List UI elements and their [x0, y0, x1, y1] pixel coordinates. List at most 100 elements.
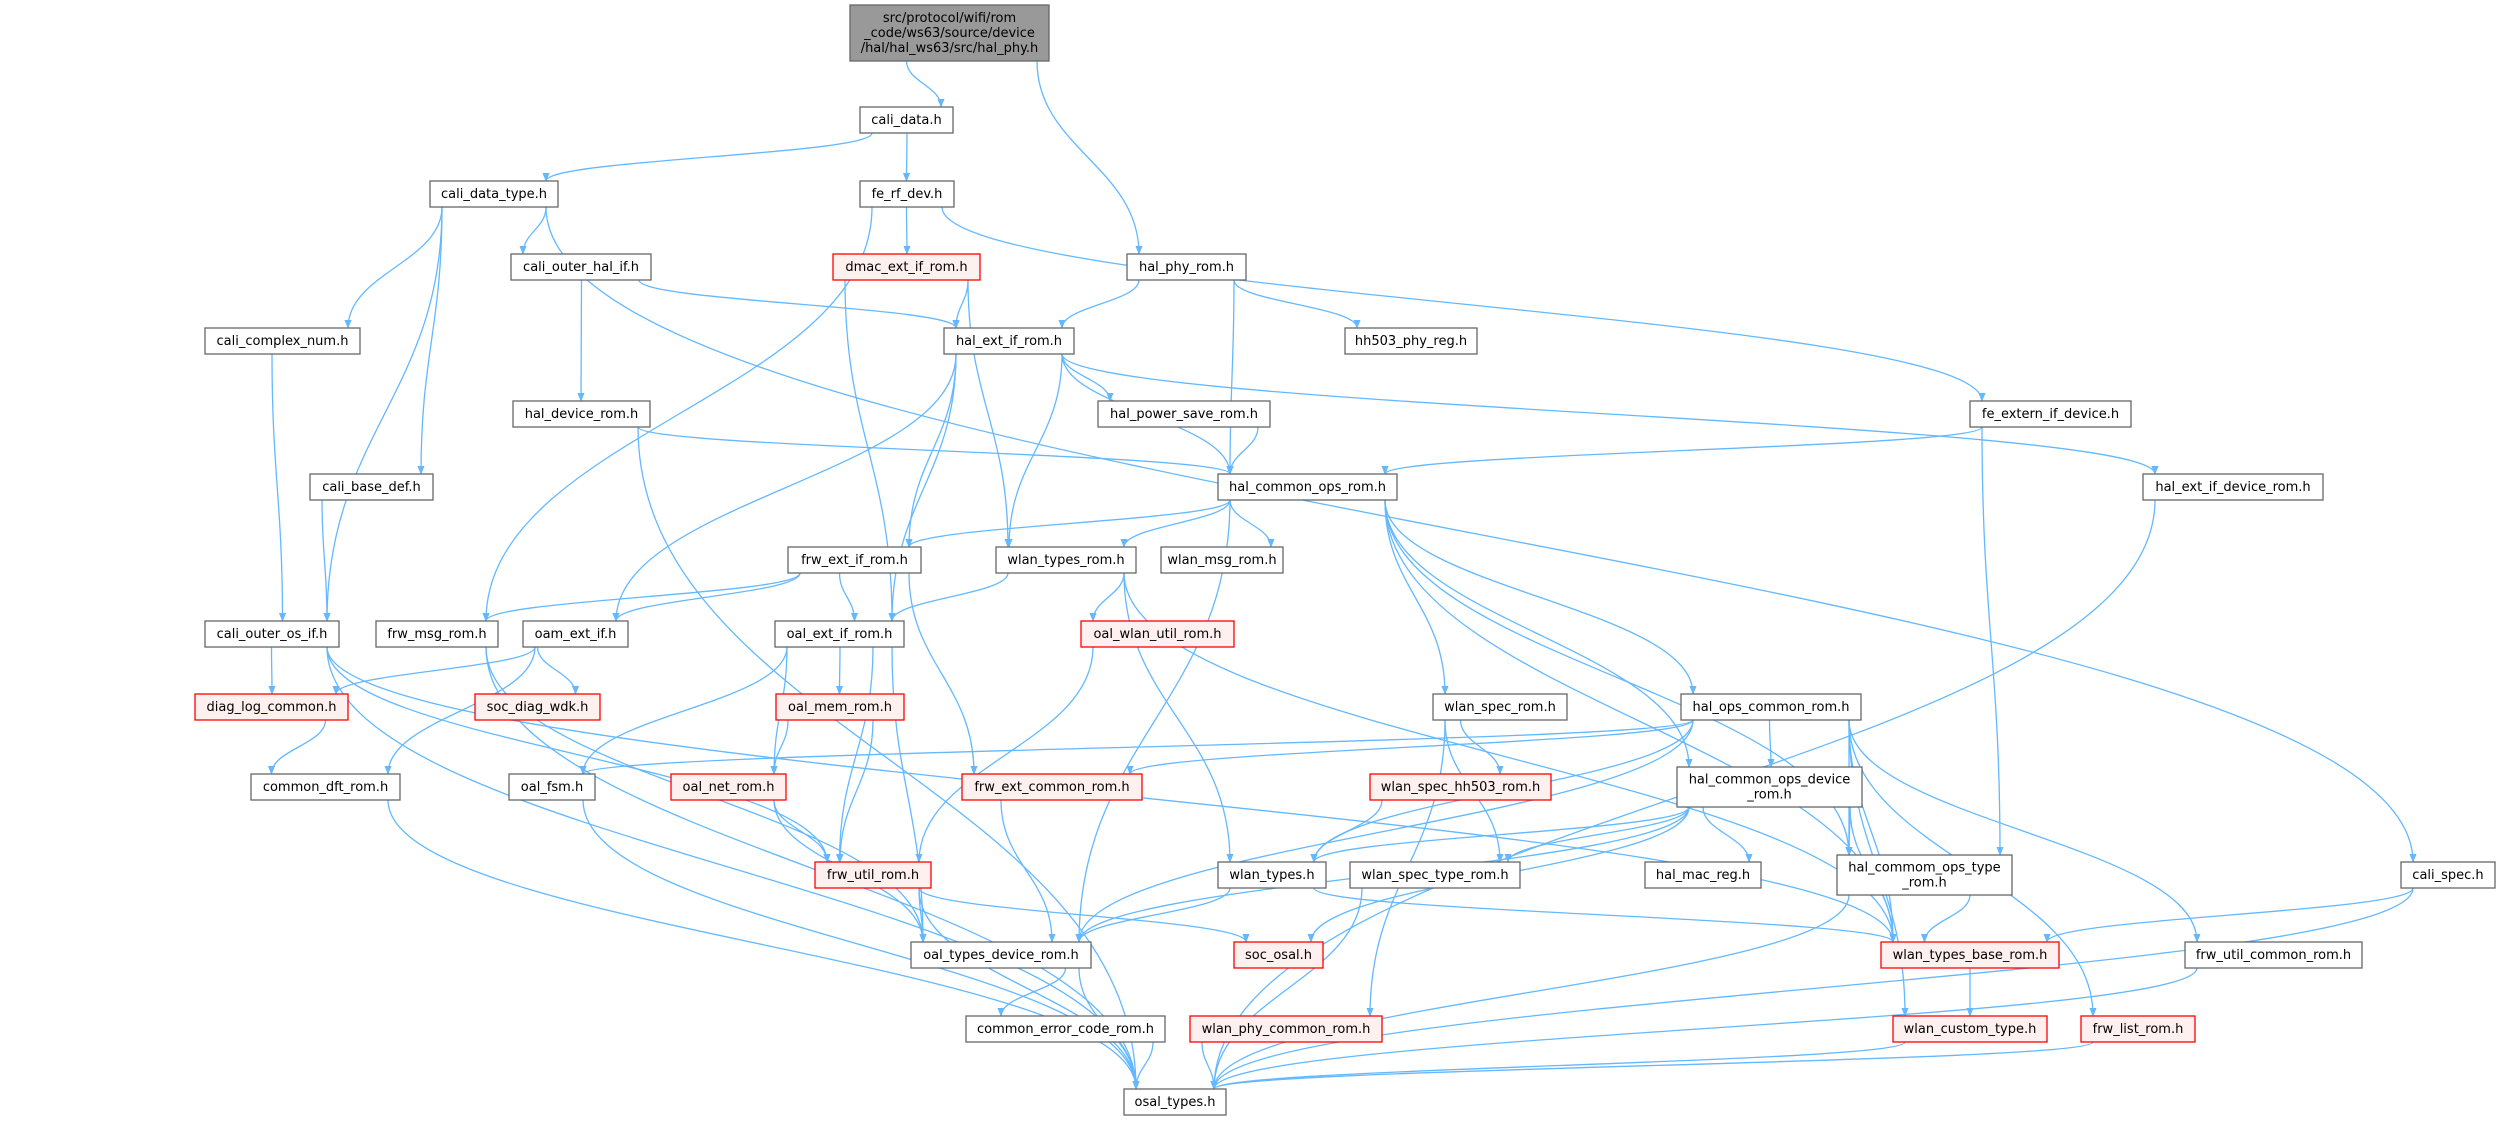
node-wlan-types-base-rom[interactable]: wlan_types_base_rom.h [1880, 941, 2060, 969]
node-cali-complex-num[interactable]: cali_complex_num.h [204, 327, 361, 355]
edge-oal_net_rom-to-frw_util_rom [773, 799, 831, 863]
node-label: frw_msg_rom.h [387, 627, 486, 642]
node-label: frw_util_common_rom.h [2196, 948, 2351, 963]
node-soc-diag-wdk[interactable]: soc_diag_wdk.h [474, 693, 601, 721]
node-fe-rf-dev[interactable]: fe_rf_dev.h [859, 180, 955, 208]
edge-oal_ext_if_rom-to-oal_mem_rom [835, 646, 844, 695]
node-label: dmac_ext_if_rom.h [845, 260, 967, 275]
node-box [1344, 327, 1478, 355]
node-common-error-code-rom[interactable]: common_error_code_rom.h [965, 1015, 1166, 1043]
node-hal-power-save-rom[interactable]: hal_power_save_rom.h [1097, 400, 1271, 428]
edge-wlan_types_rom-to-oal_wlan_util_rom [1089, 572, 1125, 622]
node-wlan-phy-common-rom[interactable]: wlan_phy_common_rom.h [1189, 1015, 1383, 1043]
node-fe-extern-if-device[interactable]: fe_extern_if_device.h [1969, 400, 2132, 428]
node-frw-msg-rom[interactable]: frw_msg_rom.h [375, 620, 499, 648]
node-label: oal_ext_if_rom.h [787, 627, 893, 642]
node-label: cali_outer_hal_if.h [523, 260, 639, 275]
edge-wlan_types_rom-to-wlan_types [1123, 572, 1234, 863]
node-hal-ops-common-rom[interactable]: hal_ops_common_rom.h [1680, 693, 1862, 721]
edge-frw_ext_if_rom-to-oam_ext_if [612, 572, 801, 622]
edge-frw_ext_if_rom-to-frw_ext_common_rom [908, 572, 978, 775]
node-diag-log-common[interactable]: diag_log_common.h [194, 693, 349, 721]
node-soc-osal[interactable]: soc_osal.h [1233, 941, 1324, 969]
node-wlan-spec-hh503-rom[interactable]: wlan_spec_hh503_rom.h [1369, 773, 1552, 801]
node-hal-device-rom[interactable]: hal_device_rom.h [512, 400, 651, 428]
edge-hal_phy_rom-to-hal_common_ops_rom [1226, 279, 1235, 475]
node-hal-ext-if-device-rom[interactable]: hal_ext_if_device_rom.h [2142, 473, 2324, 501]
edge-hal_common_ops_device_rom-to-wlan_spec_type_rom [1504, 806, 1690, 863]
edge-wlan_types-to-oal_types_device_rom [1075, 887, 1231, 943]
node-label: src/protocol/wifi/rom [883, 11, 1016, 26]
node-oal-mem-rom[interactable]: oal_mem_rom.h [775, 693, 905, 721]
node-frw-list-rom[interactable]: frw_list_rom.h [2080, 1015, 2196, 1043]
node-wlan-types-rom[interactable]: wlan_types_rom.h [995, 546, 1137, 574]
node-hal-phy-rom[interactable]: hal_phy_rom.h [1126, 253, 1247, 281]
edge-diag_log_common-to-common_dft_rom [267, 719, 327, 775]
node-label: _rom.h [1901, 876, 1947, 891]
node-label: hh503_phy_reg.h [1355, 334, 1467, 349]
node-common-dft-rom[interactable]: common_dft_rom.h [250, 773, 401, 801]
node-frw-util-rom[interactable]: frw_util_rom.h [814, 861, 932, 889]
node-frw-ext-common-rom[interactable]: frw_ext_common_rom.h [961, 773, 1143, 801]
node-osal-types[interactable]: osal_types.h [1123, 1088, 1227, 1116]
node-wlan-custom-type[interactable]: wlan_custom_type.h [1892, 1015, 2048, 1043]
edge-cali_spec-to-wlan_types_base_rom [2043, 887, 2414, 943]
node-frw-util-common-rom[interactable]: frw_util_common_rom.h [2184, 941, 2363, 969]
node-cali-data-type[interactable]: cali_data_type.h [429, 180, 559, 208]
node-box [1080, 620, 1235, 648]
node-box [832, 253, 981, 281]
node-hal-ext-if-rom[interactable]: hal_ext_if_rom.h [943, 327, 1075, 355]
node-cali-outer-os-if[interactable]: cali_outer_os_if.h [204, 620, 340, 648]
edge-oam_ext_if-to-diag_log_common [332, 646, 536, 695]
node-hal-mac-reg[interactable]: hal_mac_reg.h [1644, 861, 1762, 889]
edge-hal_device_rom-to-osal_types [637, 426, 1140, 1090]
node-label: wlan_spec_rom.h [1444, 700, 1556, 715]
edge-cali_outer_hal_if-to-hal_device_rom [577, 279, 585, 402]
node-oam-ext-if[interactable]: oam_ext_if.h [522, 620, 629, 648]
node-oal-ext-if-rom[interactable]: oal_ext_if_rom.h [774, 620, 905, 648]
node-label: frw_ext_common_rom.h [974, 780, 1129, 795]
node-oal-wlan-util-rom[interactable]: oal_wlan_util_rom.h [1080, 620, 1235, 648]
node-wlan-spec-type-rom[interactable]: wlan_spec_type_rom.h [1349, 861, 1521, 889]
edge-cali_spec-to-osal_types [1210, 887, 2414, 1090]
edge-cali_data_type-to-cali_base_def [417, 206, 443, 475]
edge-hal_ops_common_rom-to-hal_common_ops_device_rom [1767, 719, 1775, 768]
node-oal-fsm[interactable]: oal_fsm.h [508, 773, 596, 801]
node-label: cali_outer_os_if.h [217, 627, 328, 642]
node-cali-outer-hal-if[interactable]: cali_outer_hal_if.h [510, 253, 652, 281]
node-cali-spec[interactable]: cali_spec.h [2400, 861, 2496, 889]
edge-hal_ext_if_rom-to-wlan_types_rom [1005, 353, 1063, 548]
node-label: hal_ext_if_device_rom.h [2155, 480, 2310, 495]
edge-cali_data_type-to-cali_complex_num [344, 206, 443, 329]
edge-wlan_spec_type_rom-to-osal_types [1210, 887, 1363, 1090]
node-wlan-types[interactable]: wlan_types.h [1217, 861, 1327, 889]
node-box [787, 546, 922, 574]
edge-hal_ext_if_rom-to-hal_ext_if_device_rom [1061, 353, 2159, 475]
node-box [1369, 773, 1552, 801]
edge-cali_data_type-to-cali_outer_hal_if [519, 206, 547, 255]
node-hal-common-ops-rom[interactable]: hal_common_ops_rom.h [1217, 473, 1398, 501]
node-cali-data[interactable]: cali_data.h [859, 106, 954, 134]
edge-hal_ops_common_rom-to-frw_util_common_rom [1848, 719, 2201, 943]
node-dmac-ext-if-rom[interactable]: dmac_ext_if_rom.h [832, 253, 981, 281]
node-frw-ext-if-rom[interactable]: frw_ext_if_rom.h [787, 546, 922, 574]
node-box [1233, 941, 1324, 969]
node-label: cali_data.h [871, 113, 942, 128]
node-cali-base-def[interactable]: cali_base_def.h [309, 473, 434, 501]
edge-hal_ext_if_rom-to-oam_ext_if [612, 353, 957, 622]
edge-cali_data-to-fe_rf_dev [902, 132, 911, 182]
node-wlan-msg-rom[interactable]: wlan_msg_rom.h [1160, 546, 1284, 574]
node-box [910, 941, 1092, 969]
node-box [961, 773, 1143, 801]
node-oal-types-device-rom[interactable]: oal_types_device_rom.h [910, 941, 1092, 969]
edge-cali_data_type-to-cali_outer_os_if [323, 206, 443, 622]
node-oal-net-rom[interactable]: oal_net_rom.h [670, 773, 787, 801]
node-root[interactable]: src/protocol/wifi/rom_code/ws63/source/d… [849, 4, 1050, 62]
node-hal-common-ops-device-rom[interactable]: hal_common_ops_device_rom.h [1676, 766, 1863, 808]
node-wlan-spec-rom[interactable]: wlan_spec_rom.h [1432, 693, 1568, 721]
node-hal-commom-ops-type-rom[interactable]: hal_commom_ops_type_rom.h [1836, 854, 2013, 896]
node-box [849, 4, 1050, 62]
edge-wlan_spec_hh503_rom-to-wlan_types [1310, 799, 1383, 863]
node-hh503-phy-reg[interactable]: hh503_phy_reg.h [1344, 327, 1478, 355]
node-label: common_error_code_rom.h [977, 1022, 1154, 1037]
